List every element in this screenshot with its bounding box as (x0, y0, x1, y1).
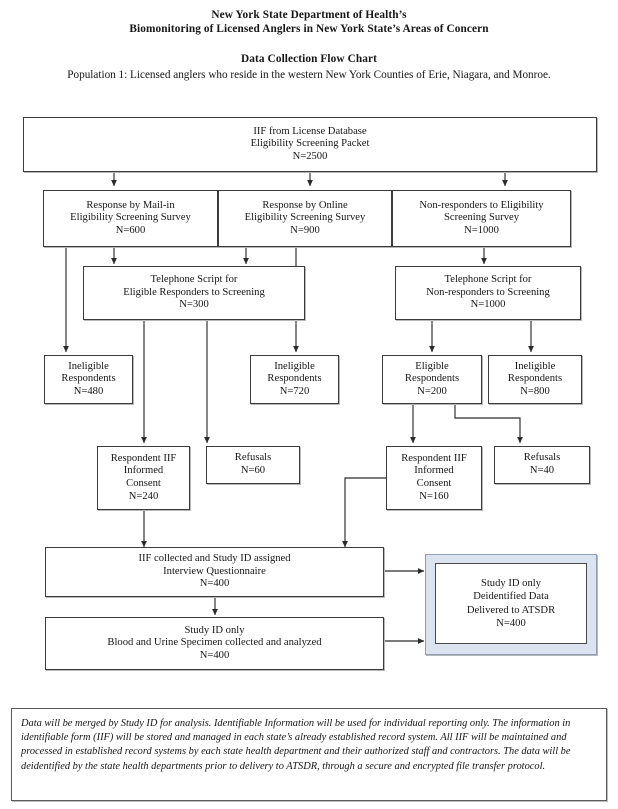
node-online-line-2: N=900 (290, 224, 320, 236)
node-iif-collected-line-2: N=400 (199, 578, 230, 590)
node-consent-160: Respondent IIF Informed Consent N=160 (386, 446, 482, 510)
page-title-line2: Biomonitoring of Licensed Anglers in New… (129, 23, 489, 35)
node-ineligible-480-line-1: Respondents (61, 373, 116, 385)
node-ineligible-800-line-1: Respondents (507, 373, 563, 385)
node-ineligible-720: Ineligible Respondents N=720 (250, 355, 339, 404)
node-atsdr-line-0: Study ID only (480, 578, 542, 590)
node-phone-nonresponders: Telephone Script for Non-responders to S… (395, 266, 581, 320)
node-non-responders-line-0: Non-responders to Eligibility (419, 199, 544, 211)
node-iif-collected-line-1: Interview Questionnaire (163, 565, 266, 577)
node-online-line-1: Eligibility Screening Survey (244, 212, 366, 224)
node-consent-160-line-2: Consent (416, 478, 452, 489)
node-refusals-60-line-1: N=60 (240, 465, 266, 476)
node-mail-in: Response by Mail-in Eligibility Screenin… (43, 190, 218, 247)
node-phone-eligible-line-2: N=300 (179, 299, 209, 311)
node-phone-nonresponders-line-1: Non-responders to Screening (426, 286, 550, 298)
node-refusals-40-line-1: N=40 (529, 465, 555, 476)
node-ineligible-720-line-2: N=720 (279, 385, 310, 397)
node-consent-240-line-3: N=240 (128, 490, 159, 502)
node-source-line-0: IIF from License Database (253, 125, 367, 137)
node-ineligible-800-line-0: Ineligible (514, 360, 556, 372)
node-ineligible-480-line-2: N=480 (73, 385, 104, 397)
node-ineligible-720-line-1: Respondents (267, 373, 322, 385)
node-specimen-line-0: Study ID only (184, 624, 245, 636)
node-eligible-200-line-1: Respondents (404, 373, 460, 385)
node-consent-160-line-0: Respondent IIF (401, 452, 467, 464)
node-refusals-60-line-0: Refusals (234, 452, 272, 464)
node-mail-in-line-0: Response by Mail-in (86, 199, 175, 211)
node-phone-nonresponders-line-2: N=1000 (470, 299, 506, 311)
node-specimen-line-2: N=400 (199, 649, 230, 661)
node-specimen-line-1: Blood and Urine Specimen collected and a… (107, 637, 322, 649)
node-ineligible-800-line-2: N=800 (520, 385, 550, 397)
node-online-line-0: Response by Online (262, 199, 348, 211)
node-non-responders-line-1: Screening Survey (443, 212, 520, 224)
node-phone-eligible-line-1: Eligible Responders to Screening (123, 286, 265, 298)
node-source: IIF from License Database Eligibility Sc… (23, 117, 597, 172)
node-non-responders: Non-responders to Eligibility Screening … (392, 190, 571, 247)
node-consent-160-line-3: N=160 (419, 490, 449, 502)
node-ineligible-720-line-0: Ineligible (274, 360, 315, 372)
node-online: Response by Online Eligibility Screening… (218, 190, 392, 247)
node-eligible-200-line-0: Eligible (415, 360, 449, 372)
node-source-line-2: N=2500 (292, 150, 328, 162)
node-phone-eligible-line-0: Telephone Script for (150, 274, 238, 286)
node-phone-eligible: Telephone Script for Eligible Responders… (83, 266, 305, 320)
node-atsdr-line-1: Deidentified Data (473, 591, 549, 603)
node-consent-240: Respondent IIF Informed Consent N=240 (97, 446, 190, 510)
node-consent-240-line-2: Consent (126, 478, 161, 489)
page-title-line1: New York State Department of Health’s (211, 9, 407, 21)
node-ineligible-480-line-0: Ineligible (68, 360, 109, 372)
node-consent-240-line-0: Respondent IIF (110, 452, 177, 464)
node-consent-160-line-1: Informed (414, 465, 454, 477)
node-source-line-1: Eligibility Screening Packet (250, 138, 370, 150)
node-phone-nonresponders-line-0: Telephone Script for (444, 274, 532, 286)
node-iif-collected: IIF collected and Study ID assigned Inte… (45, 547, 384, 597)
node-refusals-40: Refusals N=40 (494, 446, 590, 484)
node-consent-240-line-1: Informed (123, 465, 164, 477)
node-atsdr-line-3: N=400 (496, 617, 526, 629)
node-atsdr-line-2: Delivered to ATSDR (466, 604, 556, 616)
population-subtitle: Population 1: Licensed anglers who resid… (67, 69, 551, 81)
node-mail-in-line-1: Eligibility Screening Survey (70, 212, 191, 224)
node-specimen: Study ID only Blood and Urine Specimen c… (45, 617, 384, 670)
chart-title: Data Collection Flow Chart (241, 53, 377, 65)
node-mail-in-line-2: N=600 (115, 224, 146, 236)
node-ineligible-800: Ineligible Respondents N=800 (488, 355, 582, 404)
node-atsdr: Study ID only Deidentified Data Delivere… (435, 563, 587, 644)
node-non-responders-line-2: N=1000 (464, 224, 499, 236)
node-refusals-40-line-0: Refusals (523, 452, 561, 464)
node-ineligible-480: Ineligible Respondents N=480 (44, 355, 133, 404)
footnote-text: Data will be merged by Study ID for anal… (11, 708, 607, 801)
node-eligible-200-line-2: N=200 (417, 385, 447, 397)
node-iif-collected-line-0: IIF collected and Study ID assigned (138, 553, 291, 565)
node-eligible-200: Eligible Respondents N=200 (382, 355, 482, 404)
node-refusals-60: Refusals N=60 (206, 446, 300, 484)
